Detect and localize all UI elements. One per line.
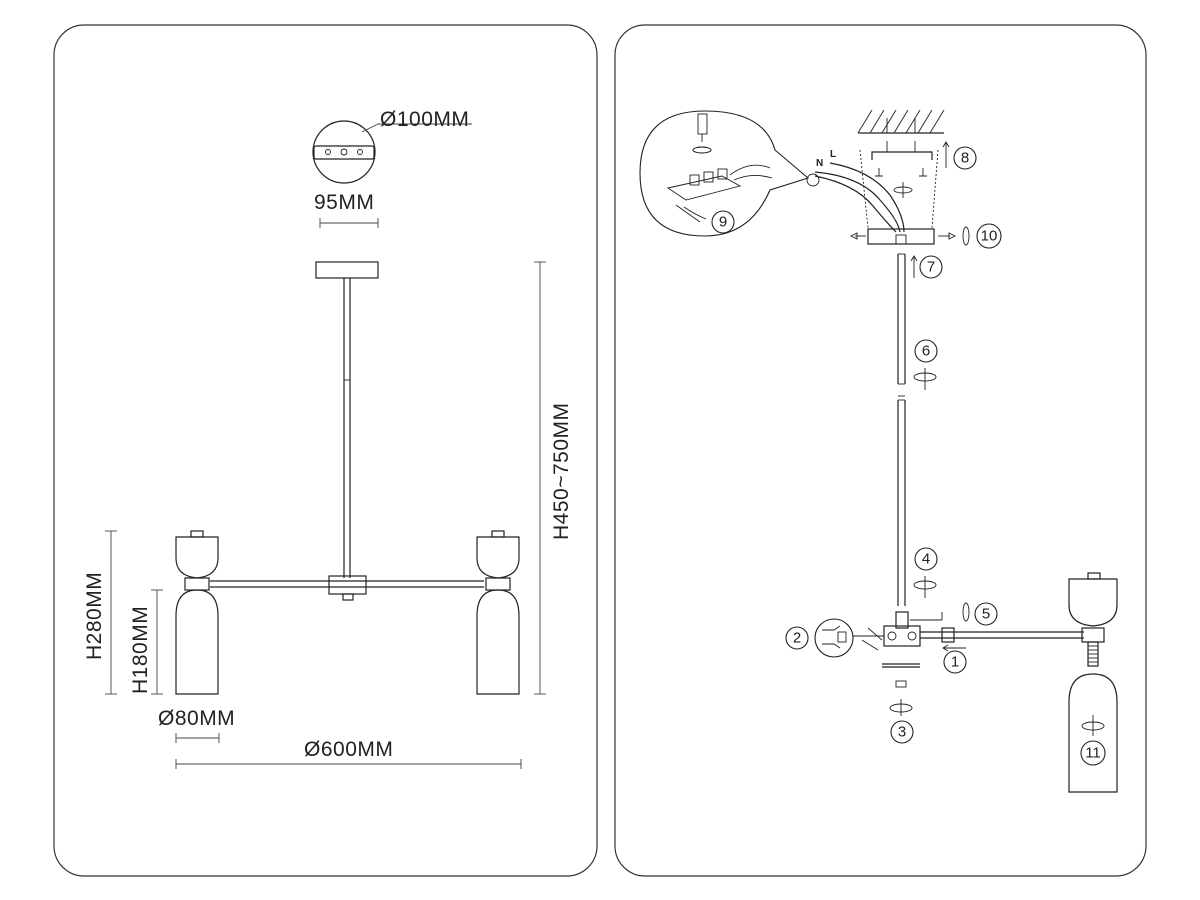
live-wire-label: L — [830, 149, 836, 160]
rod-lower — [897, 395, 906, 606]
step-3-marker: 3 — [890, 720, 914, 744]
step-5-marker: 5 — [974, 602, 998, 626]
overall-diameter-label: Ø600MM — [304, 738, 393, 761]
step-markers: 1 2 3 4 5 6 7 8 9 10 11 — [711, 146, 1106, 766]
shade-diameter-label: Ø80MM — [158, 707, 235, 730]
dimension-lines — [105, 261, 546, 769]
step-4-marker: 4 — [914, 547, 938, 571]
svg-text:3: 3 — [898, 724, 906, 741]
fixture-front-view — [175, 261, 520, 695]
dimension-panel — [53, 24, 598, 877]
overall-height-label: H450~750MM — [550, 403, 573, 541]
canopy-diameter-label: Ø100MM — [380, 108, 469, 131]
rotation-icons — [692, 146, 1105, 736]
terminal-detail-bubble — [639, 110, 810, 237]
step-6-marker: 6 — [914, 339, 938, 363]
canopy-width-label: 95MM — [314, 191, 374, 214]
step-7-marker: 7 — [919, 255, 943, 279]
canopy — [849, 228, 957, 245]
shade-total-height-label: H280MM — [83, 572, 106, 660]
svg-text:8: 8 — [961, 150, 969, 167]
right-lamp — [1068, 572, 1118, 793]
svg-text:7: 7 — [927, 259, 935, 276]
wires — [806, 162, 905, 233]
svg-text:11: 11 — [1085, 745, 1101, 762]
neutral-wire-label: N — [816, 158, 823, 169]
svg-text:6: 6 — [922, 343, 930, 360]
mounting-bracket — [859, 141, 950, 229]
step-1-marker: 1 — [943, 650, 967, 674]
svg-text:4: 4 — [922, 551, 930, 568]
step-11-marker: 11 — [1080, 740, 1106, 766]
hub-assembly — [852, 611, 1084, 688]
step-8-marker: 8 — [953, 146, 977, 170]
svg-text:10: 10 — [981, 228, 998, 245]
canopy-top-view — [312, 120, 472, 228]
step-10-marker: 10 — [976, 223, 1002, 249]
ceiling-hatch — [857, 109, 945, 134]
step-9-marker: 9 — [711, 210, 735, 234]
step-2-marker: 2 — [785, 626, 809, 650]
svg-text:5: 5 — [982, 606, 990, 623]
shade-lower-height-label: H180MM — [129, 606, 152, 694]
assembly-panel — [614, 24, 1147, 877]
rod-upper — [897, 253, 918, 385]
wiring-detail-bubble — [814, 618, 854, 658]
svg-text:2: 2 — [793, 630, 801, 647]
svg-text:9: 9 — [719, 214, 727, 231]
svg-text:1: 1 — [951, 654, 959, 671]
